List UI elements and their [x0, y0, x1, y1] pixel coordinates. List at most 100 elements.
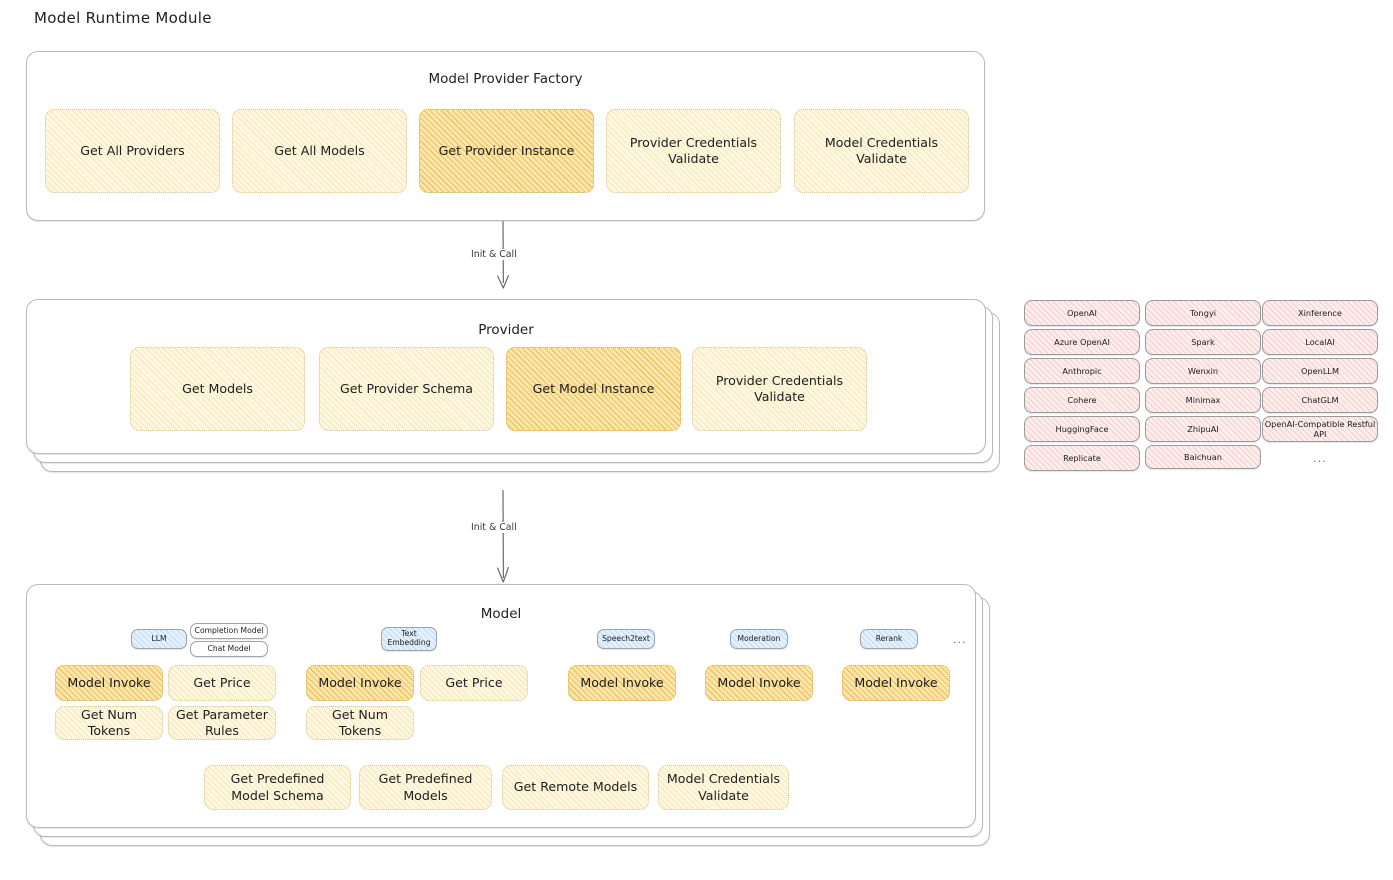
factory-method-label: Get All Providers	[80, 142, 185, 158]
provider-chip-localai[interactable]: LocalAI	[1262, 329, 1378, 355]
provider-method-label: Provider Credentials Validate	[715, 372, 844, 404]
model-type-tag-label: Rerank	[875, 633, 903, 643]
factory-method-model-credentials-validate[interactable]: Model Credentials Validate	[794, 109, 969, 193]
model-common-method-model-credentials-validate[interactable]: Model Credentials Validate	[658, 765, 789, 810]
provider-chip-label: Azure OpenAI	[1054, 337, 1110, 347]
provider-card: Provider Get Models Get Provider Schema …	[26, 299, 986, 454]
provider-method-label: Get Models	[182, 380, 253, 396]
provider-chip-label: OpenLLM	[1300, 366, 1340, 376]
model-type-tag-label: Text Embedding	[387, 629, 431, 647]
provider-chip-label: Spark	[1191, 337, 1215, 347]
moderation-method-model-invoke[interactable]: Model Invoke	[705, 665, 813, 701]
provider-chip-zhipuai[interactable]: ZhipuAI	[1145, 416, 1261, 442]
model-type-tag-speech2text[interactable]: Speech2text	[597, 629, 655, 649]
model-method-label: Get Num Tokens	[80, 706, 138, 738]
model-type-tag-text-embedding[interactable]: Text Embedding	[381, 627, 437, 651]
provider-chip-openai[interactable]: OpenAI	[1024, 300, 1140, 326]
model-type-tag-rerank[interactable]: Rerank	[860, 629, 918, 649]
model-method-label: Get Price	[193, 674, 251, 690]
provider-chip-label: ChatGLM	[1301, 395, 1339, 405]
model-method-label: Model Credentials Validate	[666, 771, 781, 803]
speech2text-method-model-invoke[interactable]: Model Invoke	[568, 665, 676, 701]
model-subtype-tag-completion-model[interactable]: Completion Model	[190, 623, 268, 639]
provider-chip-label: Wenxin	[1187, 366, 1219, 376]
model-type-tag-label: Moderation	[737, 633, 781, 643]
text-embedding-method-get-num-tokens[interactable]: Get Num Tokens	[306, 706, 414, 740]
provider-chip-label: Anthropic	[1062, 366, 1102, 376]
model-common-method-get-predefined-model-schema[interactable]: Get Predefined Model Schema	[204, 765, 351, 810]
factory-method-label: Provider Credentials Validate	[629, 134, 758, 166]
page-title: Model Runtime Module	[34, 9, 212, 27]
model-method-label: Get Num Tokens	[331, 706, 389, 738]
model-common-method-get-remote-models[interactable]: Get Remote Models	[502, 765, 649, 810]
provider-chip-xinference[interactable]: Xinference	[1262, 300, 1378, 326]
provider-chip-label: LocalAI	[1305, 337, 1335, 347]
model-subtype-tag-chat-model[interactable]: Chat Model	[190, 641, 268, 657]
rerank-method-model-invoke[interactable]: Model Invoke	[842, 665, 950, 701]
factory-method-label: Model Credentials Validate	[824, 134, 939, 166]
model-method-label: Get Remote Models	[513, 779, 638, 795]
factory-method-get-provider-instance[interactable]: Get Provider Instance	[419, 109, 594, 193]
provider-chip-minimax[interactable]: Minimax	[1145, 387, 1261, 413]
model-type-tag-label: Speech2text	[602, 633, 650, 643]
provider-method-get-model-instance[interactable]: Get Model Instance	[506, 347, 681, 431]
provider-chip-label: Minimax	[1185, 395, 1221, 405]
model-provider-factory-title: Model Provider Factory	[428, 71, 583, 87]
factory-method-label: Get Provider Instance	[438, 142, 575, 158]
provider-chip-label: OpenAI-Compatible Restful API	[1264, 419, 1376, 439]
model-card: Model LLM Completion Model Chat Model Mo…	[26, 584, 976, 828]
model-method-label: Get Predefined Models	[378, 771, 473, 803]
model-common-method-get-predefined-models[interactable]: Get Predefined Models	[359, 765, 492, 810]
factory-method-get-all-models[interactable]: Get All Models	[232, 109, 407, 193]
provider-chip-replicate[interactable]: Replicate	[1024, 445, 1140, 471]
model-method-label: Model Invoke	[318, 674, 402, 690]
provider-chip-label: Xinference	[1298, 308, 1342, 318]
provider-chip-cohere[interactable]: Cohere	[1024, 387, 1140, 413]
model-method-label: Model Invoke	[67, 674, 151, 690]
model-types-ellipsis: ...	[953, 633, 967, 646]
provider-method-provider-credentials-validate[interactable]: Provider Credentials Validate	[692, 347, 867, 431]
arrow-down-icon	[497, 220, 509, 289]
model-type-tag-label: LLM	[151, 633, 167, 643]
provider-chip-huggingface[interactable]: HuggingFace	[1024, 416, 1140, 442]
provider-method-label: Get Model Instance	[532, 380, 655, 396]
model-subtype-tag-label: Chat Model	[207, 643, 251, 653]
llm-method-model-invoke[interactable]: Model Invoke	[55, 665, 163, 701]
factory-method-get-all-providers[interactable]: Get All Providers	[45, 109, 220, 193]
provider-chip-azure-openai[interactable]: Azure OpenAI	[1024, 329, 1140, 355]
arrow-label-init-and-call: Init & Call	[468, 249, 520, 260]
provider-chip-tongyi[interactable]: Tongyi	[1145, 300, 1261, 326]
provider-chip-openllm[interactable]: OpenLLM	[1262, 358, 1378, 384]
arrow-label-init-and-call: Init & Call	[468, 522, 520, 533]
provider-list-ellipsis: ...	[1313, 452, 1327, 465]
provider-chip-openai-compatible-restful-api[interactable]: OpenAI-Compatible Restful API	[1262, 416, 1378, 442]
provider-chip-label: Baichuan	[1184, 452, 1222, 462]
arrow-down-icon	[497, 489, 509, 583]
model-subtype-tag-label: Completion Model	[194, 625, 264, 635]
provider-chip-label: Cohere	[1067, 395, 1097, 405]
text-embedding-method-model-invoke[interactable]: Model Invoke	[306, 665, 414, 701]
model-method-label: Get Price	[445, 674, 503, 690]
text-embedding-method-get-price[interactable]: Get Price	[420, 665, 528, 701]
factory-method-provider-credentials-validate[interactable]: Provider Credentials Validate	[606, 109, 781, 193]
provider-method-get-models[interactable]: Get Models	[130, 347, 305, 431]
model-type-tag-llm[interactable]: LLM	[131, 629, 187, 649]
model-method-label: Model Invoke	[580, 674, 664, 690]
provider-method-get-provider-schema[interactable]: Get Provider Schema	[319, 347, 494, 431]
provider-chip-label: Tongyi	[1189, 308, 1217, 318]
provider-chip-anthropic[interactable]: Anthropic	[1024, 358, 1140, 384]
provider-chip-spark[interactable]: Spark	[1145, 329, 1261, 355]
provider-chip-chatglm[interactable]: ChatGLM	[1262, 387, 1378, 413]
llm-method-get-price[interactable]: Get Price	[168, 665, 276, 701]
model-method-label: Model Invoke	[854, 674, 938, 690]
arrow-factory-to-provider: Init & Call	[468, 220, 528, 301]
factory-method-label: Get All Models	[274, 142, 365, 158]
provider-chip-baichuan[interactable]: Baichuan	[1145, 445, 1261, 469]
provider-chip-label: Replicate	[1063, 453, 1101, 463]
provider-method-label: Get Provider Schema	[340, 380, 473, 396]
model-type-tag-moderation[interactable]: Moderation	[730, 629, 788, 649]
llm-method-get-parameter-rules[interactable]: Get Parameter Rules	[168, 706, 276, 740]
llm-method-get-num-tokens[interactable]: Get Num Tokens	[55, 706, 163, 740]
provider-title: Provider	[478, 322, 534, 338]
provider-chip-wenxin[interactable]: Wenxin	[1145, 358, 1261, 384]
